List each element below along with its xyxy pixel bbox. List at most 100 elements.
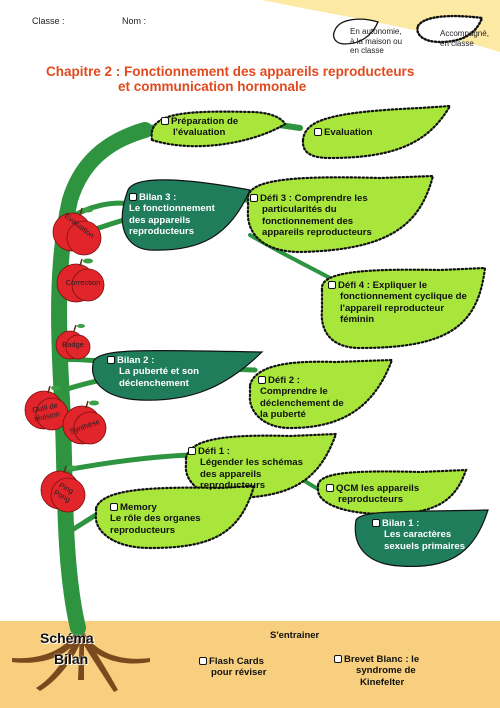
trunk xyxy=(51,122,153,636)
leaf-defi4-shape xyxy=(320,266,487,350)
checkbox[interactable] xyxy=(250,194,258,202)
leaf-line: reproducteurs xyxy=(129,225,195,237)
footer-line: pour réviser xyxy=(211,667,267,679)
checkbox[interactable] xyxy=(334,655,342,663)
leaf-line: déclenchement de xyxy=(260,397,344,409)
leaf-line: féminin xyxy=(340,313,375,325)
leaf-defi1[interactable]: Défi 1 : Légender les schémas des appare… xyxy=(188,446,303,491)
legend-shapes xyxy=(332,14,484,45)
legend-autonomie: En autonomie, à la maison ou en classe xyxy=(350,27,402,56)
leaf-line: fonctionnement des xyxy=(262,215,354,227)
nom-label: Nom : xyxy=(122,16,147,26)
bilan-label: Bilan xyxy=(54,651,89,667)
apple-evaluation xyxy=(52,212,102,256)
checkbox[interactable] xyxy=(314,128,322,136)
leaf-line: appareils reproducteurs xyxy=(262,226,372,238)
leaf-line: Evaluation xyxy=(324,127,373,138)
checkbox[interactable] xyxy=(199,657,207,665)
header-band xyxy=(262,0,500,52)
leaf-line: La puberté et son xyxy=(119,366,199,378)
checkbox[interactable] xyxy=(188,447,196,455)
apple-pingpong xyxy=(40,470,86,513)
leaf-line: Bilan 2 : xyxy=(117,355,155,366)
leaf-line: reproducteurs xyxy=(200,479,266,491)
leaf-line: Le rôle des organes xyxy=(110,513,201,525)
leaf-bilan1-shape xyxy=(354,509,489,568)
leaf-bilan3[interactable]: Bilan 3 : Le fonctionnement des appareil… xyxy=(129,192,215,237)
checkbox[interactable] xyxy=(326,484,334,492)
checkbox[interactable] xyxy=(107,356,115,364)
leaf-line: Défi 1 : xyxy=(198,446,230,457)
footer-flashcards[interactable]: Flash Cards pour réviser xyxy=(199,656,266,679)
leaf-line: déclenchement xyxy=(119,377,189,389)
leaf-memory-shape xyxy=(94,484,256,550)
leaf-line: des appareils xyxy=(200,468,262,480)
leaf-line: Comprendre le xyxy=(260,386,328,398)
leaf-bilan3-shape xyxy=(121,179,251,251)
footer-line: syndrome de xyxy=(356,665,416,677)
leaf-qcm[interactable]: QCM les appareils reproducteurs xyxy=(326,483,419,506)
leaf-line: Défi 3 : Comprendre les xyxy=(260,193,368,204)
leaf-line: Memory xyxy=(120,502,157,513)
checkbox[interactable] xyxy=(258,376,266,384)
apple-badge xyxy=(55,330,91,360)
leaf-preparation[interactable]: Préparation de l'évaluation xyxy=(161,116,238,139)
leaf-line: l'évaluation xyxy=(173,127,226,139)
leaf-evaluation[interactable]: Evaluation xyxy=(314,127,373,138)
apple-correction xyxy=(56,263,105,303)
leaf-line: Bilan 1 : xyxy=(382,518,420,529)
leaf-line: Légender les schémas xyxy=(200,457,303,469)
leaf-line: l'appareil reproducteur xyxy=(340,302,445,314)
footer-brevet[interactable]: Brevet Blanc : le syndrome de Kinefelter xyxy=(334,654,419,688)
leaf-line: sexuels primaires xyxy=(384,540,466,552)
leaf-bilan1[interactable]: Bilan 1 : Les caractères sexuels primair… xyxy=(372,518,465,552)
schema-label: Schéma xyxy=(40,630,94,646)
footer-line: Flash Cards xyxy=(209,656,264,667)
leaf-line: Défi 4 : Expliquer le xyxy=(338,280,428,291)
leaf-line: Défi 2 : xyxy=(268,375,300,386)
leaf-defi2[interactable]: Défi 2 : Comprendre le déclenchement de … xyxy=(258,375,344,420)
apple-outil xyxy=(24,390,69,431)
chapter-title-line1: Chapitre 2 : Fonctionnement des appareil… xyxy=(46,64,415,79)
leaf-defi3[interactable]: Défi 3 : Comprendre les particularités d… xyxy=(250,193,372,238)
leaf-line: reproducteurs xyxy=(110,524,176,536)
leaf-defi2-shape xyxy=(248,358,394,430)
apple-badge-label: Badge xyxy=(62,340,84,349)
leaf-line: particularités du xyxy=(262,204,337,216)
leaf-qcm-shape xyxy=(316,468,468,516)
checkbox[interactable] xyxy=(129,193,137,201)
legend-accompagne-line: en classe xyxy=(440,38,474,48)
legend-autonomie-line: En autonomie, xyxy=(350,27,402,36)
checkbox[interactable] xyxy=(161,117,169,125)
chapter-title-line2: et communication hormonale xyxy=(118,79,307,94)
leaf-line: Le fonctionnement xyxy=(129,203,215,215)
legend-autonomie-line: en classe xyxy=(350,46,384,55)
leaf-line: Bilan 3 : xyxy=(139,192,177,203)
apple-synthese xyxy=(62,405,107,445)
roots xyxy=(12,625,150,692)
apple-correction-label: Correction xyxy=(65,278,101,287)
leaf-defi4[interactable]: Défi 4 : Expliquer le fonctionnement cyc… xyxy=(328,280,467,325)
sentrainer-title: S'entrainer xyxy=(270,630,320,641)
legend-accompagne: Accompagné, en classe xyxy=(440,29,489,48)
leaf-bilan2[interactable]: Bilan 2 : La puberté et son déclenchemen… xyxy=(107,355,199,389)
leaf-line: fonctionnement cyclique de xyxy=(340,291,467,303)
legend-autonomie-line: à la maison ou xyxy=(350,36,403,46)
leaf-line: Préparation de xyxy=(171,116,239,127)
leaf-line: QCM les appareils xyxy=(336,483,420,494)
footer-line: Brevet Blanc : le xyxy=(344,654,420,665)
checkbox[interactable] xyxy=(328,281,336,289)
checkbox[interactable] xyxy=(372,519,380,527)
leaf-line: la puberté xyxy=(260,408,306,420)
legend-accompagne-line: Accompagné, xyxy=(440,29,489,38)
leaf-line: des appareils xyxy=(129,214,191,226)
leaf-line: reproducteurs xyxy=(338,494,404,506)
classe-label: Classe : xyxy=(32,16,65,26)
leaf-defi3-shape xyxy=(246,174,435,254)
footer-line: Kinefelter xyxy=(360,676,405,688)
leaf-evaluation-shape xyxy=(301,104,453,160)
leaf-bilan2-shape xyxy=(92,349,264,401)
checkbox[interactable] xyxy=(110,503,118,511)
leaf-memory[interactable]: Memory Le rôle des organes reproducteurs xyxy=(110,502,201,536)
